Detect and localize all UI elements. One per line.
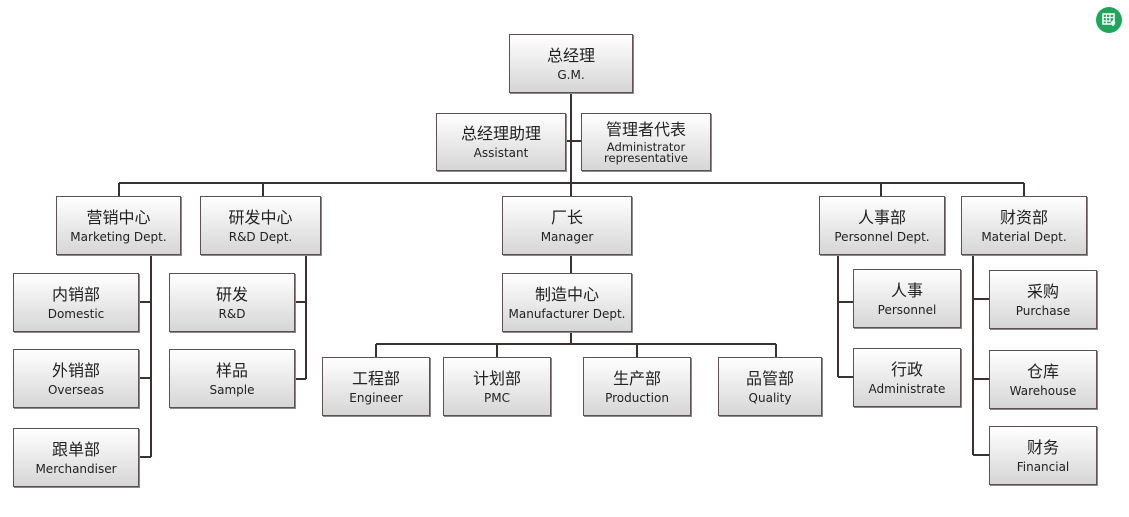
node-en-label: Overseas (47, 382, 105, 397)
node-cn-label: 总经理助理 (460, 124, 541, 143)
node-pmc[interactable]: 计划部 PMC (443, 357, 551, 416)
node-cn-label: 人事 (890, 280, 923, 300)
node-en-label: Engineer (349, 390, 403, 405)
node-en-label: Marketing Dept. (70, 229, 167, 244)
node-cn-label: 仓库 (1026, 361, 1059, 381)
node-cn-label: 计划部 (472, 368, 521, 388)
node-en-label: Assistant (473, 146, 529, 160)
node-cn-label: 采购 (1026, 281, 1059, 301)
node-material-dept[interactable]: 财资部 Material Dept. (961, 196, 1087, 255)
node-en-label: R&D (218, 306, 246, 321)
node-cn-label: 管理者代表 (605, 120, 686, 139)
node-en-label: Purchase (1015, 303, 1071, 318)
node-cn-label: 内销部 (51, 284, 100, 304)
node-engineer[interactable]: 工程部 Engineer (322, 357, 430, 416)
node-personnel[interactable]: 人事 Personnel (853, 269, 961, 328)
node-en-label: Financial (1016, 459, 1070, 474)
node-financial[interactable]: 财务 Financial (989, 426, 1097, 485)
node-en-label: representative (604, 151, 688, 165)
node-cn-label: 外销部 (51, 360, 100, 380)
node-rd-center[interactable]: 研发中心 R&D Dept. (200, 196, 321, 255)
table-export-icon (1102, 13, 1116, 26)
node-sample[interactable]: 样品 Sample (169, 349, 295, 408)
node-gm[interactable]: 总经理 G.M. (509, 34, 633, 93)
node-overseas[interactable]: 外销部 Overseas (13, 349, 139, 408)
node-en-label: Administrate (868, 381, 946, 396)
node-en-label: R&D Dept. (228, 229, 293, 244)
node-cn-label: 制造中心 (534, 284, 599, 304)
node-rd[interactable]: 研发 R&D (169, 273, 295, 332)
node-en-label: G.M. (557, 67, 585, 82)
node-cn-label: 研发中心 (228, 207, 293, 227)
node-cn-label: 财资部 (999, 207, 1048, 227)
node-cn-label: 研发 (215, 284, 248, 304)
node-merchandiser[interactable]: 跟单部 Merchandiser (13, 428, 139, 487)
node-cn-label: 财务 (1026, 437, 1059, 457)
node-en-label: Merchandiser (35, 461, 117, 476)
node-admin-rep[interactable]: 管理者代表 Administrator representative (581, 113, 711, 171)
node-cn-label: 跟单部 (51, 439, 100, 459)
node-domestic[interactable]: 内销部 Domestic (13, 273, 139, 332)
node-en-label: Quality (748, 390, 792, 405)
node-cn-label: 行政 (890, 359, 923, 379)
node-production[interactable]: 生产部 Production (583, 357, 691, 416)
node-warehouse[interactable]: 仓库 Warehouse (989, 350, 1097, 409)
node-administrate[interactable]: 行政 Administrate (853, 348, 961, 407)
node-manufacturer[interactable]: 制造中心 Manufacturer Dept. (502, 273, 632, 332)
node-en-label: Manager (540, 229, 594, 244)
node-marketing[interactable]: 营销中心 Marketing Dept. (56, 196, 181, 255)
node-personnel-dept[interactable]: 人事部 Personnel Dept. (819, 196, 945, 255)
node-assistant[interactable]: 总经理助理 Assistant (436, 113, 566, 171)
node-en-label: Sample (209, 382, 255, 397)
node-en-label: Personnel (877, 302, 937, 317)
table-export-button[interactable] (1096, 7, 1122, 33)
node-en-label: PMC (484, 390, 510, 405)
node-cn-label: 样品 (215, 360, 248, 380)
node-cn-label: 生产部 (612, 368, 661, 388)
node-en-label: Domestic (47, 306, 105, 321)
node-cn-label: 营销中心 (86, 207, 151, 227)
node-cn-label: 工程部 (351, 368, 400, 388)
node-en-label: Warehouse (1009, 383, 1077, 398)
node-cn-label: 厂长 (550, 207, 583, 227)
node-purchase[interactable]: 采购 Purchase (989, 270, 1097, 329)
node-en-label: Production (605, 390, 669, 405)
node-cn-label: 人事部 (857, 207, 906, 227)
node-en-label: Manufacturer Dept. (508, 306, 626, 321)
node-en-label: Administrator (606, 140, 686, 154)
node-manager[interactable]: 厂长 Manager (502, 196, 632, 255)
node-cn-label: 总经理 (546, 45, 595, 65)
node-quality[interactable]: 品管部 Quality (718, 357, 822, 416)
node-en-label: Personnel Dept. (834, 229, 930, 244)
node-en-label: Material Dept. (981, 229, 1067, 244)
node-cn-label: 品管部 (745, 368, 794, 388)
